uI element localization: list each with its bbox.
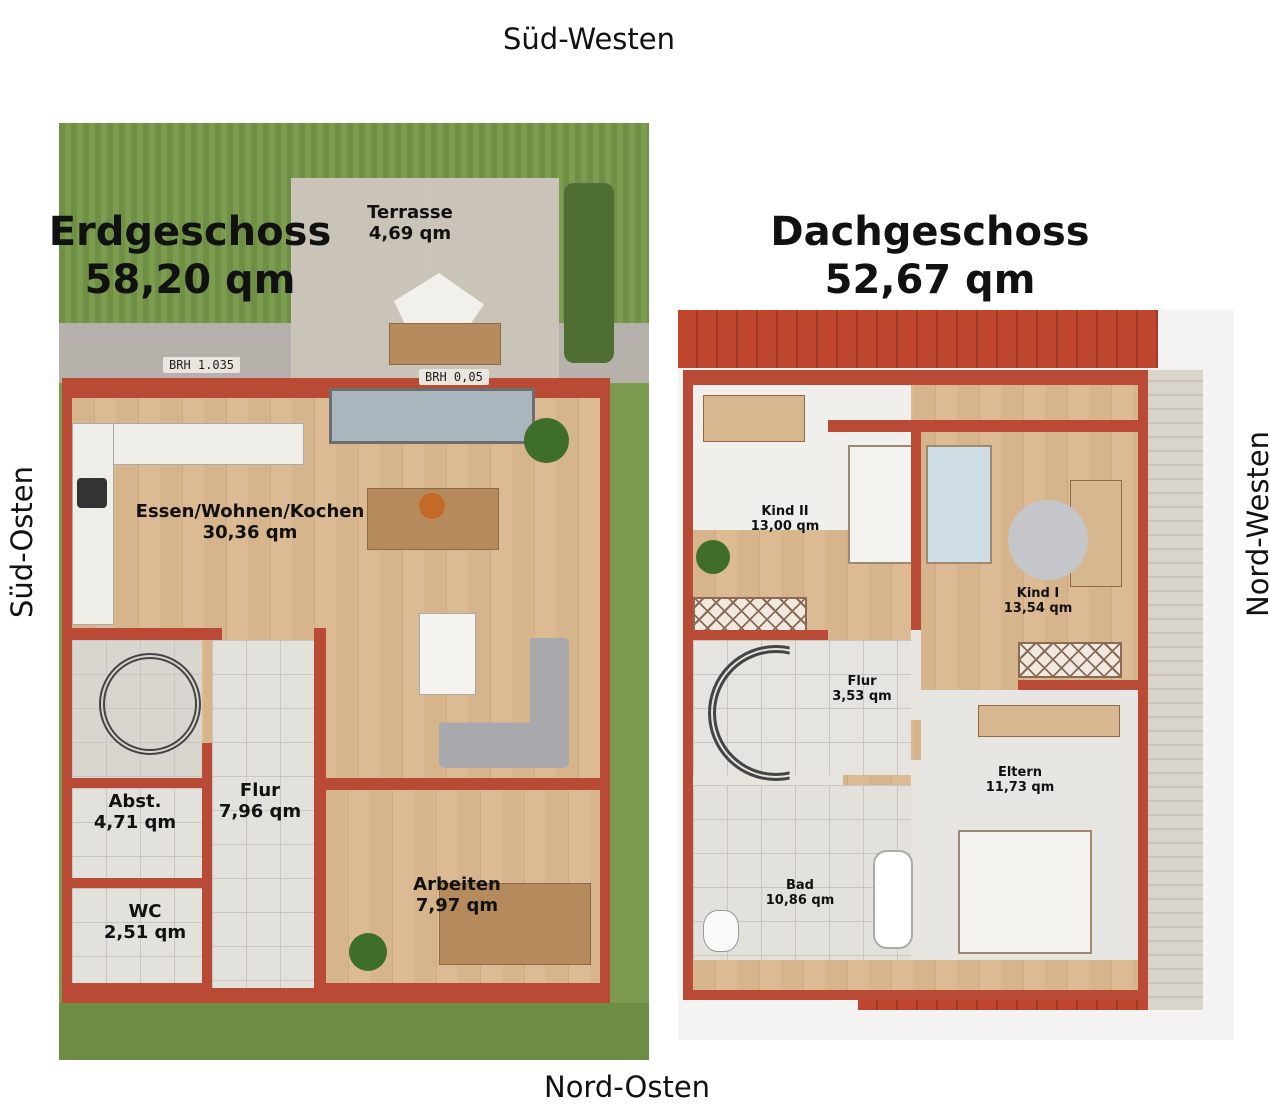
spiral-stair-icon	[99, 653, 201, 755]
wall-flur-right	[911, 630, 921, 720]
hall-floor	[212, 640, 314, 988]
upper-floor-name: Dachgeschoss	[770, 209, 1090, 255]
wall-stair-right	[314, 628, 326, 788]
stove-icon	[77, 478, 107, 508]
terrace-window	[329, 388, 535, 444]
room-label-abstellraum: Abst.4,71 qm	[93, 791, 177, 833]
kind2-railing	[693, 597, 807, 633]
wall-office-top	[314, 778, 600, 790]
kind2-bed	[848, 445, 914, 564]
bathtub-icon	[873, 850, 913, 949]
wall-kind-top	[828, 420, 1148, 432]
roof-top	[678, 310, 1158, 368]
wall-storage-bottom	[72, 878, 212, 888]
balcony-right	[1148, 370, 1203, 1010]
ground-floor-name: Erdgeschoss	[48, 209, 332, 255]
wall-kind2-bottom	[693, 630, 828, 640]
potted-plant-office-icon	[349, 933, 387, 971]
storage-floor	[72, 788, 202, 878]
kind1-railing	[1018, 642, 1122, 678]
hedge-bottom	[59, 1003, 649, 1060]
grass-strip-right	[619, 383, 649, 1060]
kind1-bed	[926, 445, 992, 564]
kind2-desk	[703, 395, 805, 442]
potted-plant-icon	[524, 418, 569, 463]
wc-floor	[72, 888, 202, 983]
wall-eltern-top	[1018, 680, 1143, 690]
coffee-table	[419, 613, 476, 695]
wall-hall-top	[72, 628, 222, 640]
kind1-rug	[1008, 500, 1088, 580]
upper-floor-area: 52,67 qm	[824, 257, 1036, 303]
wall-kind-divider	[911, 420, 921, 630]
compass-bottom-label: Nord-Osten	[544, 1070, 711, 1104]
upper-floor-plan	[678, 310, 1234, 1040]
brh-terrace-tag: BRH 0,05	[419, 369, 489, 385]
eltern-bed	[958, 830, 1092, 954]
upper-floor-title: Dachgeschoss 52,67 qm	[760, 208, 1100, 304]
brh-left-tag: BRH 1.035	[163, 357, 241, 373]
hedge-right	[564, 183, 614, 363]
kitchen-side-counter	[72, 423, 114, 625]
ground-floor-plan	[59, 123, 649, 1060]
compass-right-label: Nord-Westen	[1241, 430, 1270, 617]
ground-floor-title: Erdgeschoss 58,20 qm	[45, 208, 335, 304]
office-desk	[439, 883, 591, 965]
wall-bad-right	[911, 760, 921, 960]
wall-hall-left	[202, 743, 212, 983]
potted-plant-kind2-icon	[696, 540, 730, 574]
ground-floor-area: 58,20 qm	[84, 257, 296, 303]
compass-left-label: Süd-Osten	[5, 466, 39, 618]
eltern-sideboard	[978, 705, 1120, 737]
plant-icon	[419, 493, 445, 519]
compass-top-label: Süd-Westen	[503, 22, 676, 56]
toilet-icon	[703, 910, 739, 952]
terrace-table	[389, 323, 501, 365]
